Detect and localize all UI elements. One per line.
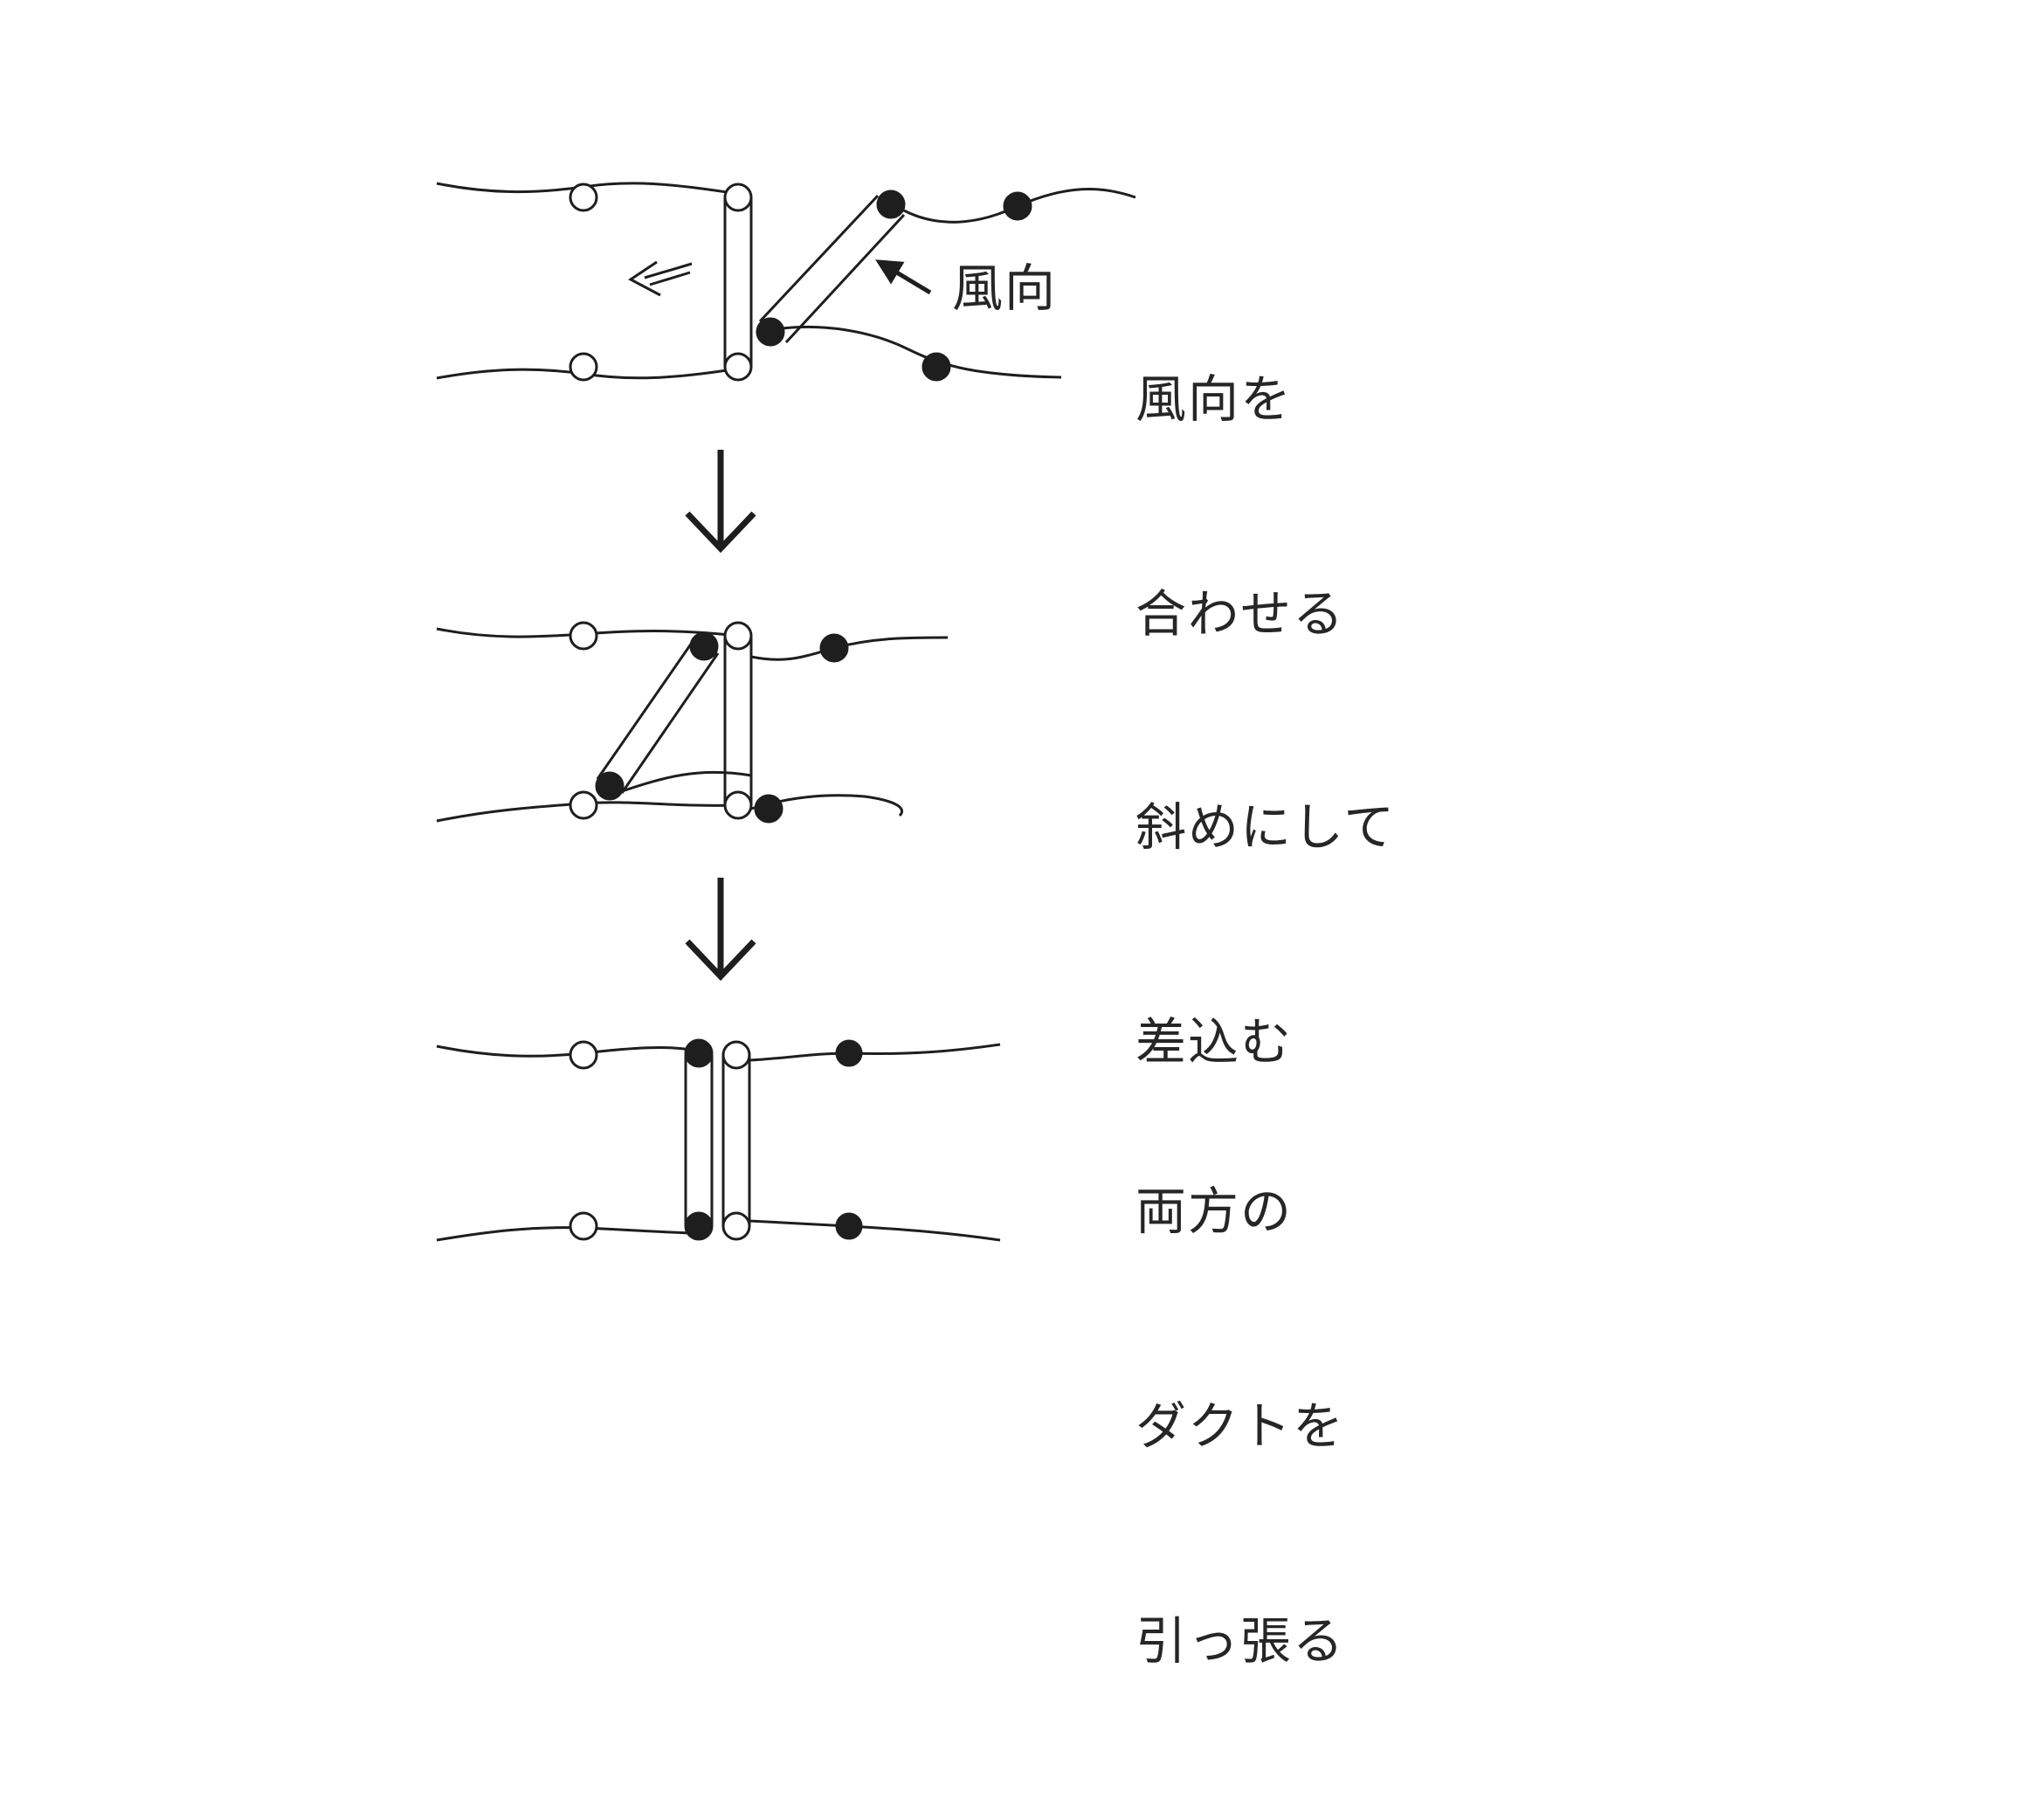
step-3-label-line-1: 両方の [1135,1182,1294,1241]
step-3-illustration [436,1038,1001,1242]
step-2-label-line-1: 斜めにして [1135,797,1397,857]
step-2-label-line-2: 差込む [1135,1012,1294,1072]
right-duct-ring-top [689,631,719,661]
left-duct-end-ring-bottom [721,1211,751,1241]
arrow-up-left-icon [875,259,932,295]
right-duct-bottom-edge [770,325,1062,379]
step-1-illustration [436,182,1136,382]
duct-connection-diagram: 風向 風向を 合わせる 斜めにして 差込む 両方の ダクトを 引っ張る [436,182,1396,1671]
left-duct-end-ring-top [723,621,753,651]
right-duct-slanted-frame [758,194,906,344]
right-duct-ring-far-top [835,1039,863,1067]
right-duct-ring-far-bottom [835,1212,863,1240]
left-duct-bottom-edge [436,1226,700,1242]
right-duct-ring-top [876,190,906,219]
right-duct-ring-bottom [595,771,625,801]
left-duct-end-frame [723,197,753,367]
step-2-illustration [436,621,949,824]
step-3-label-line-2: ダクトを [1135,1396,1346,1456]
step-1-label-line-1: 風向を [1135,369,1294,429]
right-duct-ring-far-bottom [921,352,951,382]
right-duct-ring-far-top [1003,191,1032,221]
right-duct-ring-far-bottom [754,794,783,824]
left-duct-ring-bottom [569,790,598,820]
hollow-arrow-left-icon [628,260,693,297]
step-3-label-line-3: 引っ張る [1135,1611,1346,1671]
diagram-canvas [436,182,1136,1242]
step-3-label: 両方の ダクトを 引っ張る [1135,1032,1345,1820]
left-duct-ring-top [569,1040,598,1070]
arrow-down-icon [685,878,756,982]
right-duct-inner-edge [621,770,752,793]
right-duct-ring-top [684,1038,714,1068]
right-duct-ring-far-top [819,633,849,663]
left-duct-end-ring-top [723,183,753,212]
left-duct-ring-bottom [569,1211,598,1241]
left-duct-top-edge [436,1044,700,1058]
right-duct-ring-bottom [684,1211,714,1241]
step-1-label: 風向を 合わせる [1135,220,1345,793]
left-duct-end-frame [721,1055,751,1226]
left-duct-end-ring-bottom [723,352,753,382]
wind-direction-label: 風向 [952,259,1058,318]
left-duct-ring-top [569,621,598,651]
right-duct-ring-bottom [756,317,785,347]
right-duct-bottom-edge [749,1219,1001,1242]
step-2-label: 斜めにして 差込む [1135,648,1396,1221]
left-duct-ring-bottom [569,352,598,382]
step-1-label-line-2: 合わせる [1135,584,1346,644]
right-duct-inserted-frame [684,1055,714,1226]
left-duct-end-ring-bottom [723,790,753,820]
left-duct-ring-top [569,183,598,212]
left-duct-end-ring-top [721,1040,751,1070]
right-duct-slanted-frame [596,642,720,794]
left-duct-end-frame [723,636,753,805]
arrow-down-icon [685,450,756,554]
right-duct-top-edge [750,636,949,661]
right-duct-top-edge [749,1043,1001,1062]
